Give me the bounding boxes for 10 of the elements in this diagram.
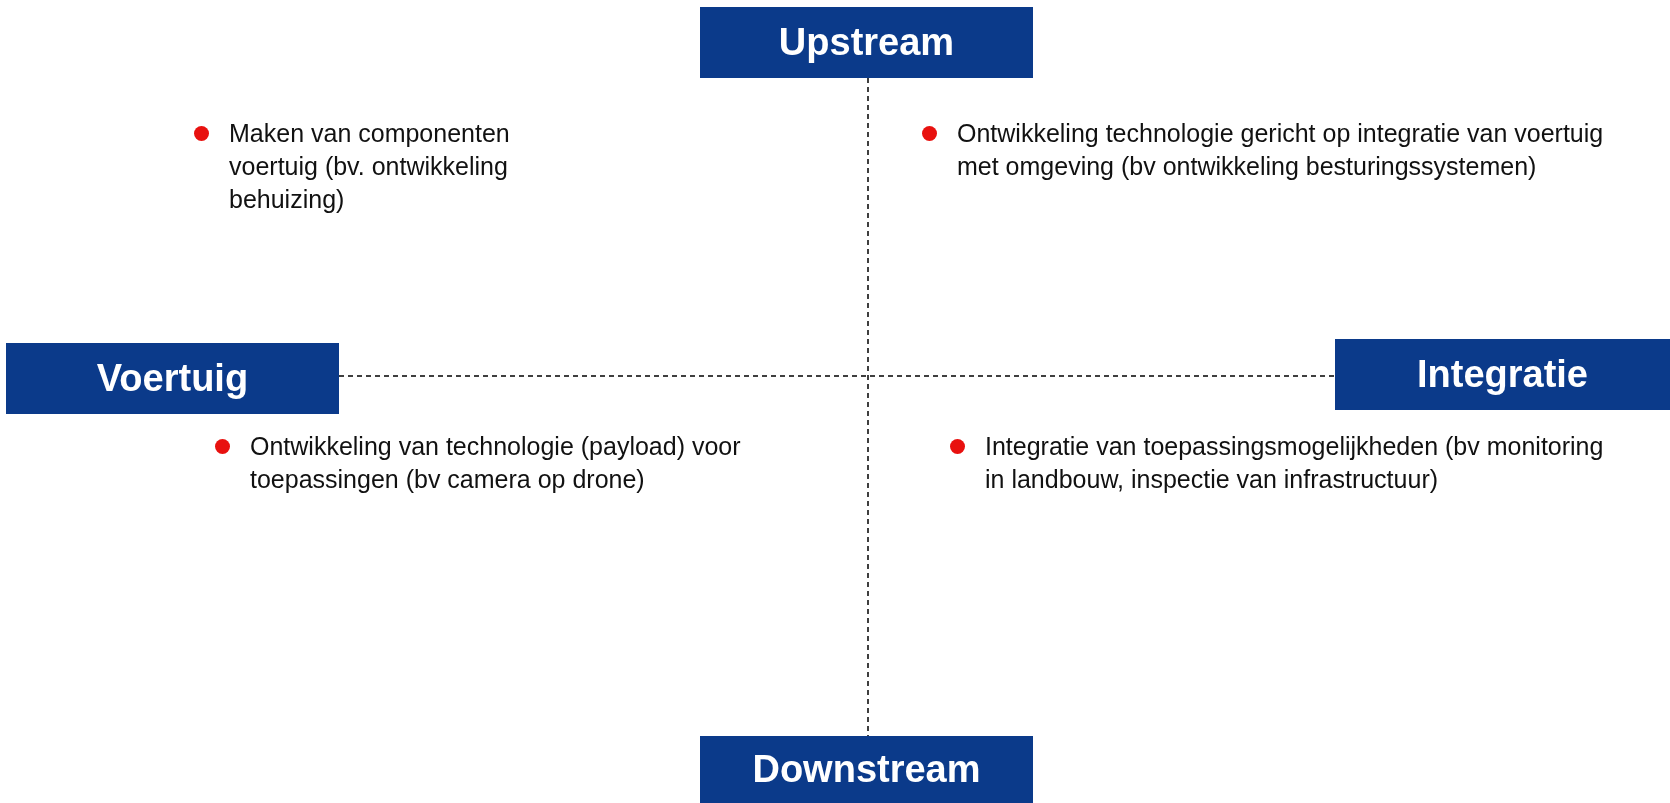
bullet-text: Ontwikkeling technologie gericht op integratie van voertuig met omgeving (bv ontwikkeling besturingssystemen): [957, 118, 1605, 182]
dashed-axis-line: [338, 375, 1336, 377]
axis-label-box: Downstream: [700, 736, 1033, 803]
bullet-text: Integratie van toepassingsmogelijkheden (bv monitoring in landbouw, inspectie van infrastructuur): [985, 431, 1605, 495]
dashed-axis-line: [867, 77, 869, 737]
bullet-text: Maken van componenten voertuig (bv. ontwikkeling behuizing): [229, 118, 511, 215]
axis-label-box: Upstream: [700, 7, 1033, 78]
bullet-text: Ontwikkeling van technologie (payload) voor toepassingen (bv camera op drone): [250, 431, 742, 495]
axis-label-box: Voertuig: [6, 343, 339, 414]
axis-label-box: Integratie: [1335, 339, 1670, 410]
